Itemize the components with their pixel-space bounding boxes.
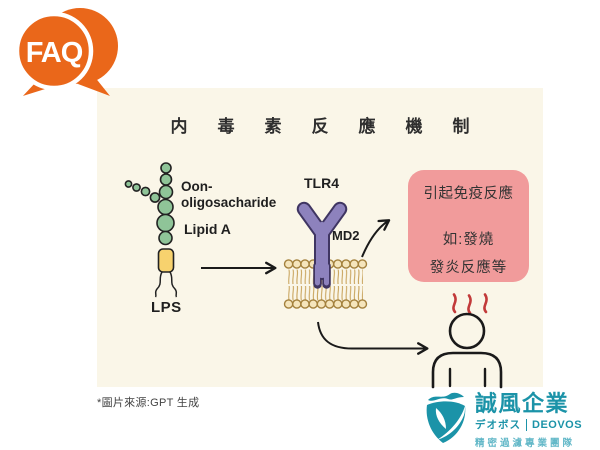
faq-front-bubble: FAQ [14, 11, 94, 100]
md2-label: MD2 [332, 228, 360, 243]
diagram-title: 内毒素反應機制 [170, 117, 500, 136]
company-logo: 誠風企業 デオボス DEOVOS 精密過濾專業團隊 [424, 391, 592, 449]
company-name-english: DEOVOS [526, 418, 582, 431]
oligosaccharide-label-line1: Oon- [181, 179, 213, 194]
tlr4-label: TLR4 [304, 175, 339, 191]
image-source-note: *圖片來源:GPT 生成 [97, 397, 200, 409]
lipid-a-label: Lipid A [184, 221, 231, 237]
oligosaccharide-label-line2: oligosacharide [181, 195, 277, 210]
company-tagline: 精密過濾專業團隊 [475, 438, 576, 449]
immune-response-title: 引起免疫反應 [423, 186, 514, 202]
company-name: 誠風企業 [475, 391, 570, 416]
company-name-japanese: デオボス [475, 419, 521, 431]
lps-label: LPS [151, 299, 182, 316]
faq-bubble-icon: FAQ [14, 8, 118, 100]
immune-response-box: 引起免疫反應 如:發燒 發炎反應等 [408, 170, 529, 282]
faq-label: FAQ [26, 37, 83, 69]
immune-response-example2: 發炎反應等 [429, 260, 508, 276]
company-logo-mark [426, 392, 466, 443]
immune-response-example1: 如:發燒 [442, 232, 495, 248]
oligosaccharide-label: Oon- oligosacharide [181, 179, 276, 211]
